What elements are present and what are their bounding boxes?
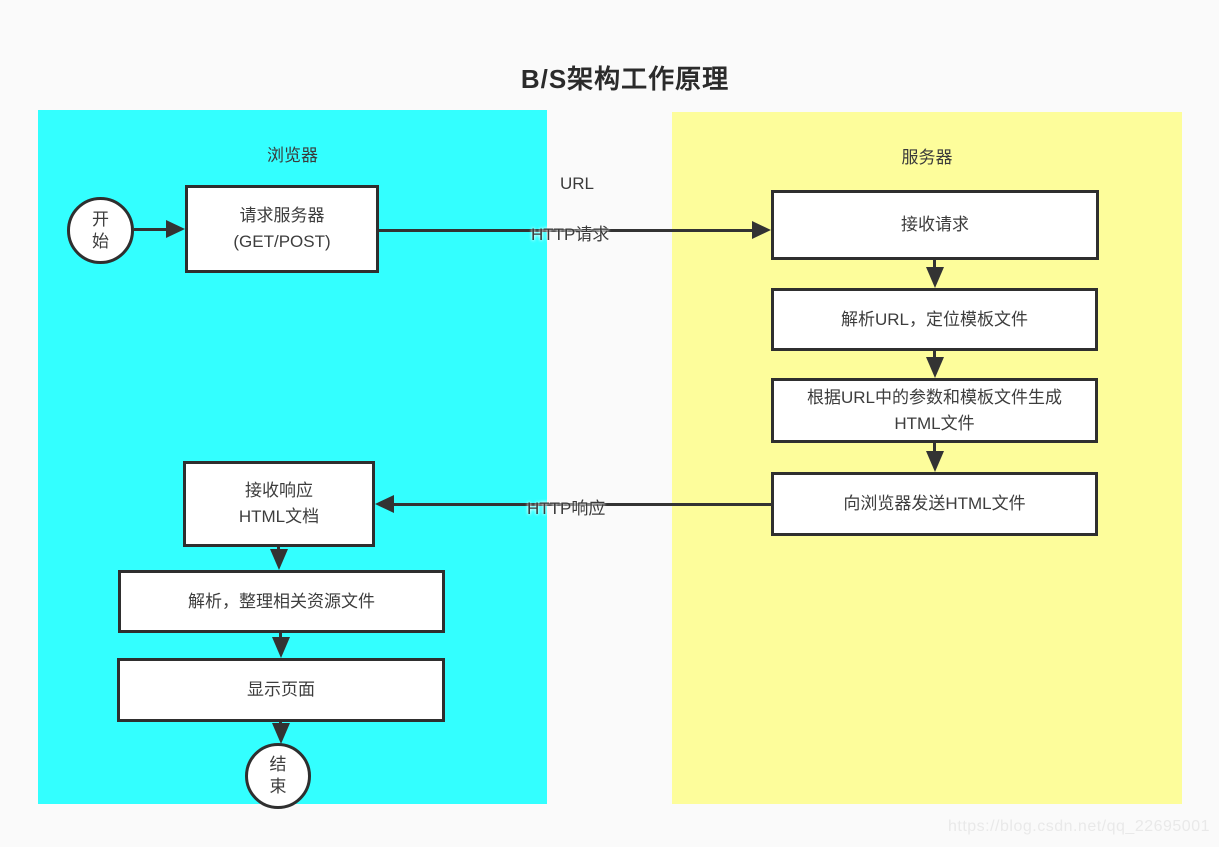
start-node: 开 始 — [67, 197, 134, 264]
arrowhead-left-icon — [375, 495, 394, 513]
generate-html-label-line2: HTML文件 — [894, 413, 975, 433]
http-response-label: HTTP响应 — [527, 499, 606, 518]
start-node-label-line2: 始 — [92, 231, 109, 251]
url-label: URL — [560, 174, 595, 193]
end-node-label-line2: 束 — [269, 777, 287, 796]
request-server-label-line2: (GET/POST) — [233, 232, 331, 251]
arrow-line — [393, 503, 772, 506]
parse-url-label: 解析URL，定位模板文件 — [840, 309, 1028, 329]
receive-request-node: 接收请求 — [771, 190, 1099, 260]
receive-response-node: 接收响应 HTML文档 — [183, 461, 375, 547]
receive-response-label-line2: HTML文档 — [238, 507, 320, 526]
arrowhead-right-icon — [752, 221, 771, 239]
server-panel-label: 服务器 — [901, 148, 953, 167]
watermark: https://blog.csdn.net/qq_22695001 — [947, 818, 1210, 835]
parse-url-node: 解析URL，定位模板文件 — [771, 288, 1098, 351]
arrowhead-down-icon — [272, 723, 290, 744]
send-html-node: 向浏览器发送HTML文件 — [771, 472, 1098, 536]
generate-html-label-line1: 根据URL中的参数和模板文件生成 — [806, 387, 1062, 407]
request-server-node: 请求服务器 (GET/POST) — [185, 185, 379, 273]
parse-resources-label: 解析，整理相关资源文件 — [188, 591, 375, 611]
arrowhead-right-icon — [166, 220, 185, 238]
request-server-label-line1: 请求服务器 — [239, 206, 325, 225]
send-html-label: 向浏览器发送HTML文件 — [843, 494, 1026, 513]
receive-response-label-line1: 接收响应 — [245, 481, 313, 500]
http-request-label: HTTP请求 — [531, 225, 610, 244]
arrow-line — [933, 351, 936, 359]
generate-html-node: 根据URL中的参数和模板文件生成 HTML文件 — [771, 378, 1098, 443]
start-node-label-line1: 开 — [92, 209, 109, 229]
arrow-line — [277, 547, 280, 550]
arrow-line — [933, 260, 936, 269]
parse-resources-node: 解析，整理相关资源文件 — [118, 570, 445, 633]
arrow-line — [279, 633, 282, 638]
arrow-line — [134, 228, 168, 231]
arrow-line — [379, 229, 753, 232]
arrowhead-down-icon — [926, 451, 944, 472]
browser-panel-label: 浏览器 — [267, 146, 318, 165]
page-title: B/S架构工作原理 — [520, 64, 730, 94]
end-node-label-line1: 结 — [269, 755, 287, 774]
display-page-node: 显示页面 — [117, 658, 445, 722]
arrowhead-down-icon — [926, 267, 944, 288]
receive-request-label: 接收请求 — [901, 215, 969, 234]
arrowhead-down-icon — [272, 637, 290, 658]
arrowhead-down-icon — [926, 357, 944, 378]
arrow-line — [933, 443, 936, 452]
arrowhead-down-icon — [270, 549, 288, 570]
end-node: 结 束 — [245, 743, 311, 809]
display-page-label: 显示页面 — [247, 680, 315, 699]
